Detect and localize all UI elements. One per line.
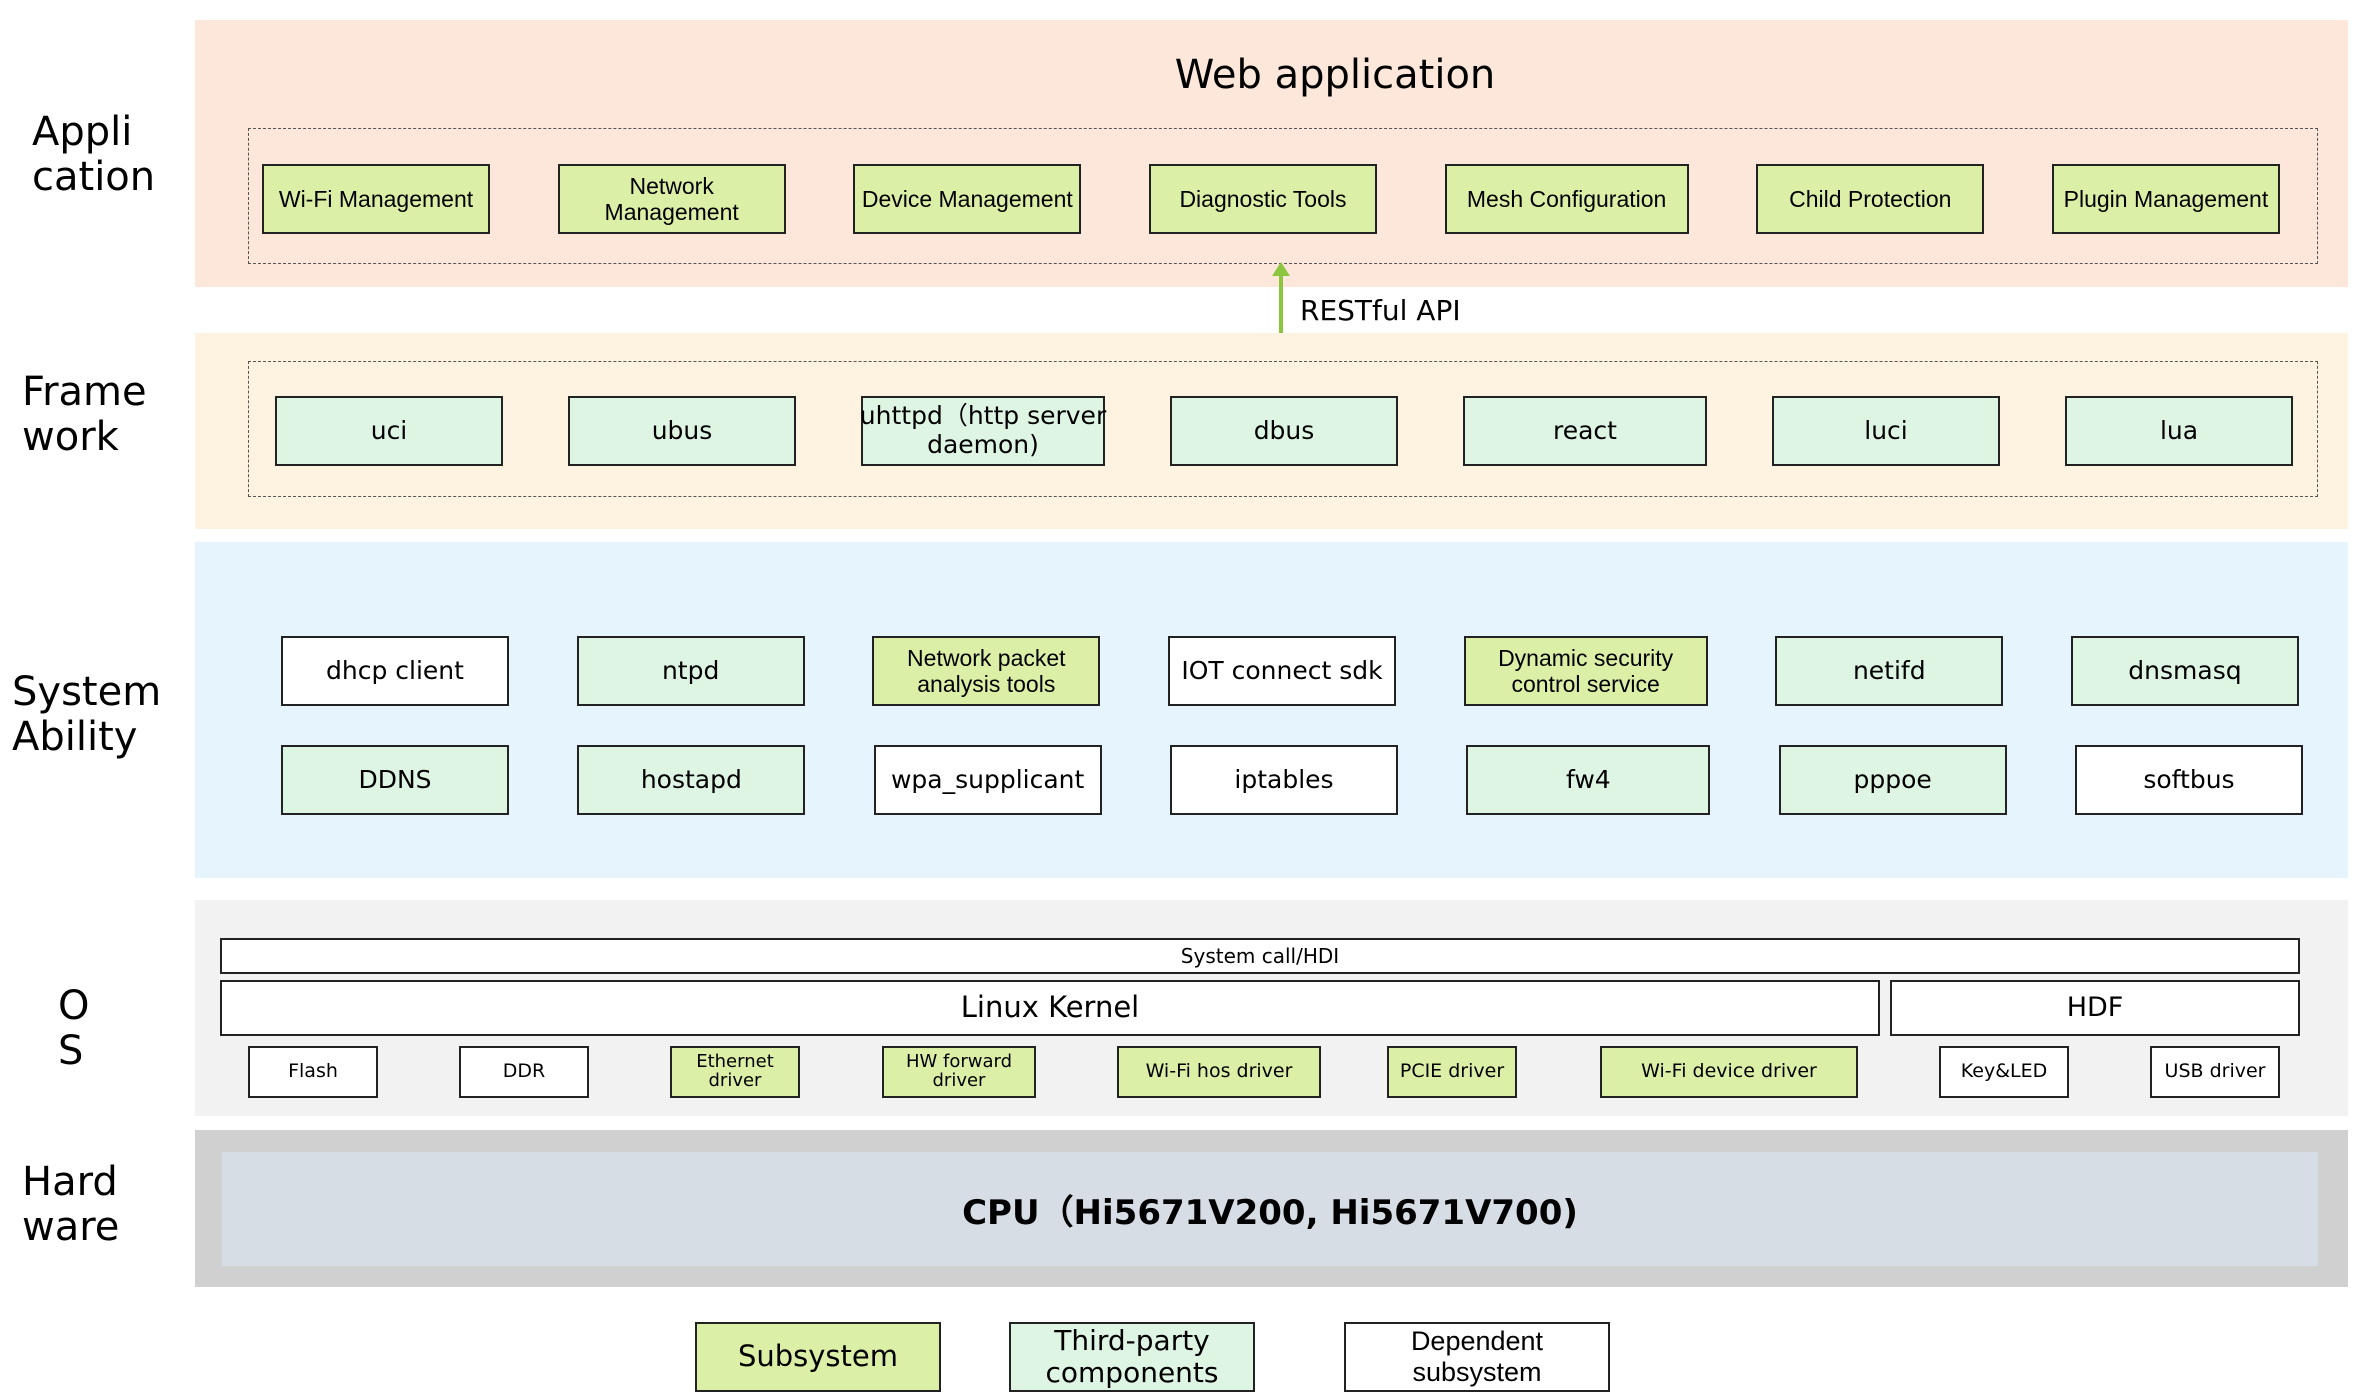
- sa-iot-connect-sdk: IOT connect sdk: [1167, 636, 1396, 706]
- sa-dynamic-security-control-service: Dynamic security control service: [1463, 636, 1708, 706]
- fw-uhttpd: uhttpd（http server daemon): [860, 396, 1106, 466]
- os-linux-kernel: Linux Kernel: [220, 980, 1880, 1036]
- driver-ethernet: Ethernet driver: [670, 1046, 800, 1098]
- driver-pcie: PCIE driver: [1387, 1046, 1517, 1098]
- layer-label-os: O S: [58, 983, 90, 1074]
- system-ability-row-1: dhcp client ntpd Network packet analysis…: [281, 636, 2299, 706]
- driver-wifi-hos: Wi-Fi hos driver: [1117, 1046, 1321, 1098]
- sa-ntpd: ntpd: [576, 636, 805, 706]
- driver-flash: Flash: [248, 1046, 378, 1098]
- app-wifi-management: Wi-Fi Management: [262, 164, 490, 234]
- driver-wifi-device: Wi-Fi device driver: [1600, 1046, 1858, 1098]
- application-container: [248, 128, 2318, 264]
- app-device-management: Device Management: [853, 164, 1082, 234]
- sa-iptables: iptables: [1169, 745, 1398, 815]
- layer-label-framework: Frame work: [22, 369, 147, 460]
- driver-ddr: DDR: [459, 1046, 589, 1098]
- driver-hw-forward: HW forward driver: [882, 1046, 1036, 1098]
- layer-label-hardware: Hard ware: [22, 1159, 120, 1250]
- application-band: [195, 20, 2348, 287]
- system-ability-row-2: DDNS hostapd wpa_supplicant iptables fw4…: [281, 745, 2303, 815]
- fw-luci: luci: [1772, 396, 2000, 466]
- sa-ddns: DDNS: [281, 745, 509, 815]
- sa-wpa-supplicant: wpa_supplicant: [873, 745, 1102, 815]
- fw-dbus: dbus: [1170, 396, 1398, 466]
- fw-ubus: ubus: [568, 396, 796, 466]
- driver-usb: USB driver: [2150, 1046, 2280, 1098]
- legend-subsystem: Subsystem: [695, 1322, 941, 1392]
- os-hdf: HDF: [1890, 980, 2300, 1036]
- framework-container: [248, 361, 2318, 497]
- legend-dependent: Dependent subsystem: [1344, 1322, 1610, 1392]
- sa-dhcp-client: dhcp client: [281, 636, 509, 706]
- driver-key-led: Key&LED: [1939, 1046, 2069, 1098]
- os-system-call-hdi: System call/HDI: [220, 938, 2300, 974]
- layer-label-system-ability: System Ability: [12, 669, 162, 760]
- fw-uci: uci: [275, 396, 503, 466]
- cpu-box: CPU（Hi5671V200, Hi5671V700): [222, 1152, 2318, 1266]
- app-child-protection: Child Protection: [1756, 164, 1985, 234]
- cpu-label: CPU（Hi5671V200, Hi5671V700): [962, 1192, 1578, 1233]
- fw-react: react: [1463, 396, 1707, 466]
- restful-api-label: RESTful API: [1300, 294, 1461, 327]
- application-row: Wi-Fi Management Network Management Devi…: [262, 164, 2280, 234]
- app-network-management: Network Management: [557, 164, 786, 234]
- sa-softbus: softbus: [2074, 745, 2303, 815]
- layer-label-application: Appli cation: [32, 109, 156, 200]
- app-plugin-management: Plugin Management: [2051, 164, 2280, 234]
- sa-dnsmasq: dnsmasq: [2070, 636, 2299, 706]
- sa-fw4: fw4: [1466, 745, 1711, 815]
- app-mesh-configuration: Mesh Configuration: [1444, 164, 1689, 234]
- sa-hostapd: hostapd: [577, 745, 806, 815]
- legend-third-party: Third-party components: [1009, 1322, 1255, 1392]
- sa-network-packet-analysis-tools: Network packet analysis tools: [872, 636, 1101, 706]
- web-application-title: Web application: [1174, 52, 1496, 98]
- sa-pppoe: pppoe: [1778, 745, 2007, 815]
- app-diagnostic-tools: Diagnostic Tools: [1148, 164, 1377, 234]
- sa-netifd: netifd: [1775, 636, 2004, 706]
- system-ability-band: [195, 542, 2348, 878]
- framework-row: uci ubus uhttpd（http server daemon) dbus…: [275, 396, 2293, 466]
- fw-lua: lua: [2065, 396, 2293, 466]
